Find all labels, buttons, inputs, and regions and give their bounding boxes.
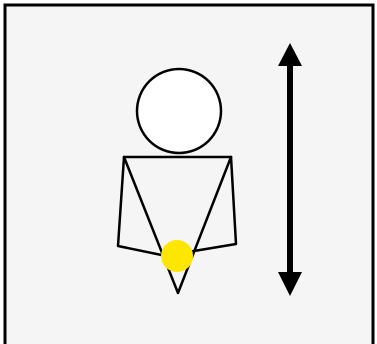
figure-head <box>135 67 223 155</box>
figure-torso <box>122 155 233 295</box>
stick-figure-icon <box>116 67 238 295</box>
vertical-double-arrow-icon <box>278 43 302 296</box>
figure-left-arm <box>116 155 178 260</box>
figure-right-arm <box>186 155 238 254</box>
arrow-head-top <box>278 43 302 66</box>
frame-border <box>3 3 375 344</box>
marker-dot-icon <box>161 240 193 272</box>
arrow-head-bottom <box>278 272 302 296</box>
